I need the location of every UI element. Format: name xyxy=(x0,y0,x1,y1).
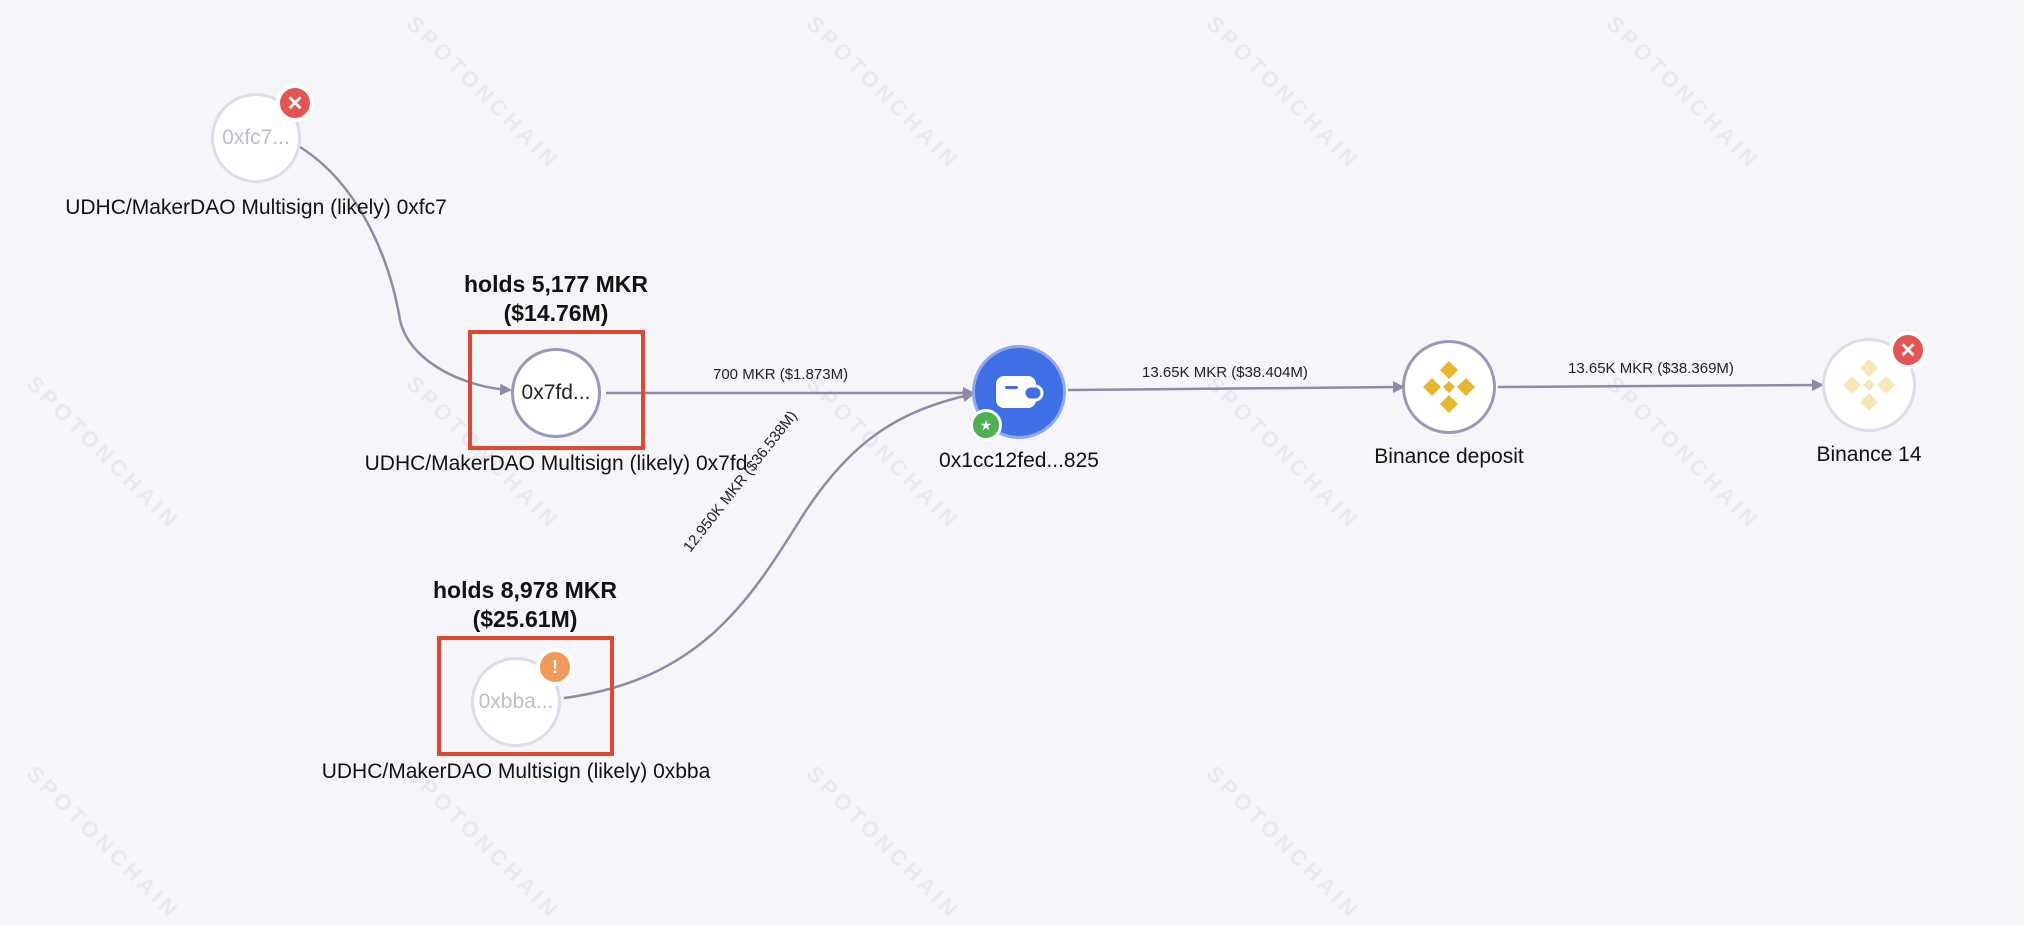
holdings-annotation-0xbba: holds 8,978 MKR ($25.61M) xyxy=(433,576,617,634)
edge-fc7-to-7fd[interactable] xyxy=(299,145,512,396)
edge-label-7fd-wallet: 700 MKR ($1.873M) xyxy=(713,366,849,383)
holdings-amount: holds 5,177 MKR xyxy=(463,271,649,297)
binance-logo-icon xyxy=(1423,361,1475,413)
node-label-binance-14: Binance 14 xyxy=(1816,443,1922,466)
edge-wallet-to-binance-deposit[interactable] xyxy=(1067,381,1405,394)
node-label-0xbba: UDHC/MakerDAO Multisign (likely) 0xbba xyxy=(321,760,711,783)
edge-label-wallet-binance-deposit: 13.65K MKR ($38.404M) xyxy=(1142,364,1308,381)
highlight-box-0xbba xyxy=(437,636,614,756)
holdings-annotation-0x7fd: holds 5,177 MKR ($14.76M) xyxy=(464,270,648,328)
highlight-box-0x7fd xyxy=(468,330,645,450)
wallet-icon xyxy=(996,376,1044,408)
node-label-binance-deposit: Binance deposit xyxy=(1374,445,1524,468)
close-icon[interactable]: ✕ xyxy=(276,84,314,122)
node-label-wallet: 0x1cc12fed...825 xyxy=(939,449,1099,472)
node-address-text: 0xbba... xyxy=(478,690,554,713)
close-icon[interactable]: ✕ xyxy=(1889,331,1927,369)
binance-logo-icon xyxy=(1843,359,1895,411)
node-label-0x7fd: UDHC/MakerDAO Multisign (likely) 0x7fd xyxy=(364,452,748,475)
node-binance-deposit[interactable] xyxy=(1402,340,1496,434)
star-icon: ★ xyxy=(970,409,1002,441)
holdings-amount: holds 8,978 MKR xyxy=(432,577,618,603)
holdings-value: ($14.76M) xyxy=(503,300,609,326)
edge-layer xyxy=(299,145,1824,700)
node-address-text: 0x7fd... xyxy=(521,381,591,404)
node-address-text: 0xfc7... xyxy=(222,126,290,149)
holdings-value: ($25.61M) xyxy=(472,606,578,632)
edge-label-binance-deposit-binance14: 13.65K MKR ($38.369M) xyxy=(1568,360,1734,377)
edge-binance-deposit-to-binance14[interactable] xyxy=(1497,379,1824,392)
edge-bba-to-wallet[interactable] xyxy=(563,390,975,700)
warning-icon: ! xyxy=(536,648,574,686)
node-0x7fd[interactable]: 0x7fd... xyxy=(511,348,601,438)
node-label-0xfc7: UDHC/MakerDAO Multisign (likely) 0xfc7 xyxy=(65,196,447,219)
